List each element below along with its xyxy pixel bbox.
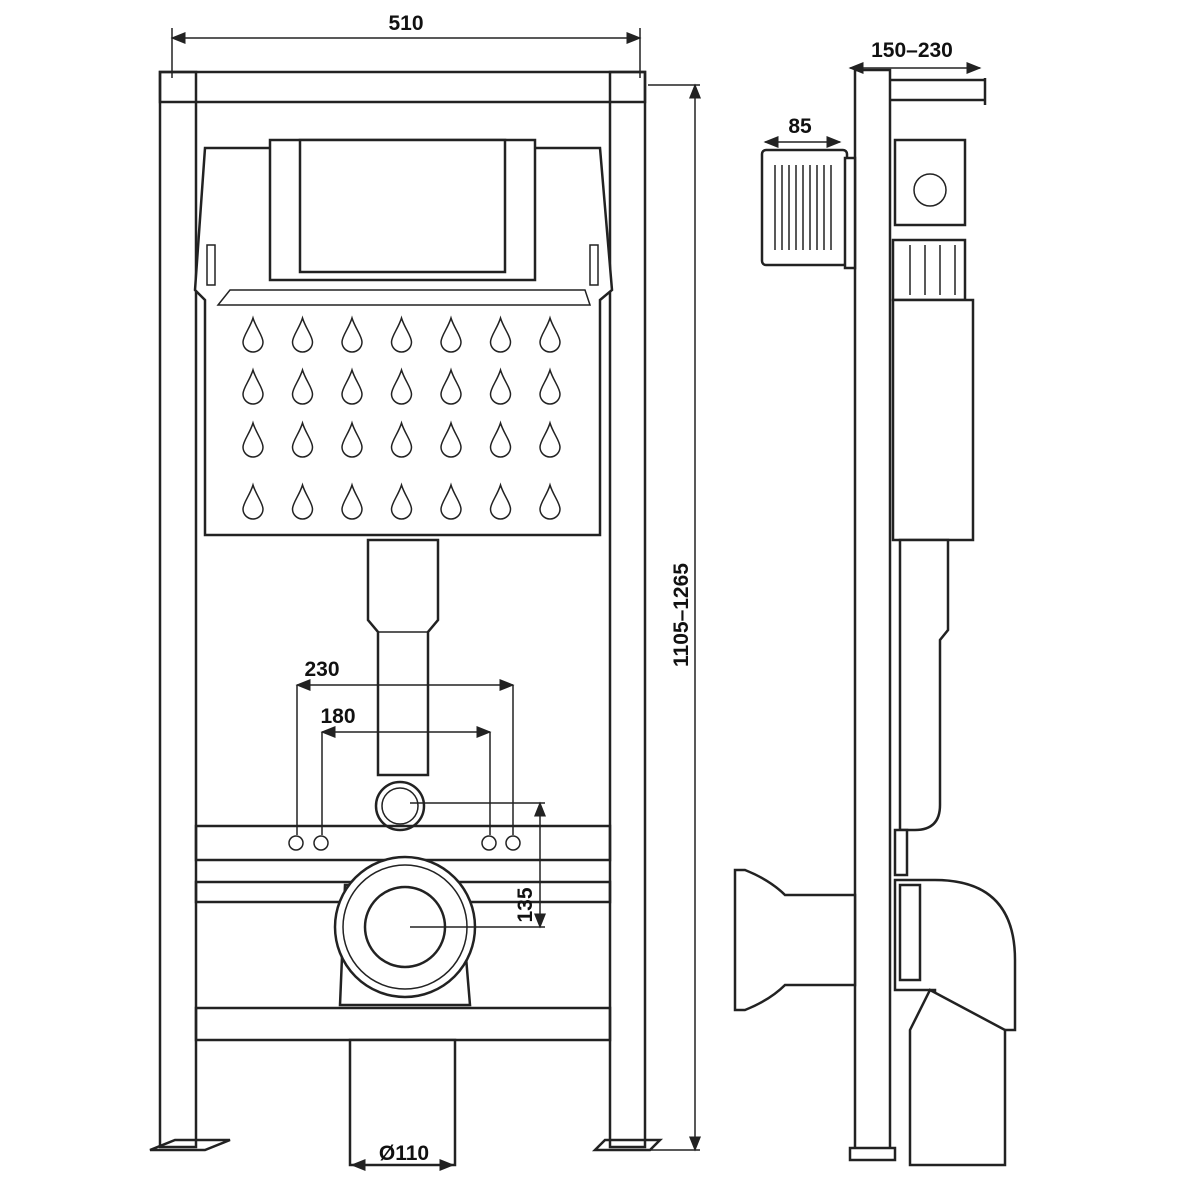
- dimension-lines: [170, 28, 982, 1171]
- dimension-labels: 510 1105–1265 150–230 85 230 180 135 Ø11…: [304, 12, 952, 1165]
- water-drop-icon: [390, 420, 413, 458]
- flush-pipe: [366, 538, 440, 832]
- water-drop-icon: [341, 420, 363, 458]
- drain-outlet: [333, 855, 477, 1167]
- water-drop-icon: [539, 420, 561, 458]
- water-drop-icon: [291, 315, 314, 353]
- upper-crossbar: [194, 824, 612, 862]
- right-post: [608, 70, 647, 1149]
- water-drop-icon: [242, 482, 264, 520]
- outlet-offset-label: 135: [514, 887, 537, 922]
- water-drop-icon: [440, 367, 462, 405]
- water-drop-icon: [539, 367, 561, 405]
- cistern-side: [891, 138, 975, 877]
- inner-bolt-spacing-label: 180: [320, 705, 355, 728]
- flush-plate: [298, 138, 507, 274]
- water-drop-icon: [291, 420, 314, 458]
- water-drop-icon: [242, 420, 264, 458]
- depth-range-label: 150–230: [871, 39, 953, 62]
- water-drop-icon: [242, 315, 264, 353]
- drain-diameter-label: Ø110: [379, 1142, 429, 1165]
- mounting-holes: [288, 835, 521, 851]
- front-view: [149, 70, 664, 1167]
- frame-height-label: 1105–1265: [670, 563, 693, 667]
- water-drop-pattern: [242, 315, 561, 520]
- water-drop-icon: [440, 482, 462, 520]
- lower-crossbar: [194, 1006, 612, 1042]
- water-drop-icon: [489, 315, 512, 353]
- water-drop-icon: [440, 420, 462, 458]
- flush-button-side: [760, 148, 857, 270]
- water-drop-icon: [489, 367, 512, 405]
- water-drop-icon: [242, 367, 264, 405]
- cistern: [193, 138, 614, 537]
- water-drop-icon: [539, 315, 561, 353]
- outer-bolt-spacing-label: 230: [304, 658, 339, 681]
- water-drop-icon: [390, 482, 413, 520]
- feet: [149, 1138, 664, 1152]
- water-drop-icon: [291, 482, 314, 520]
- water-drop-icon: [390, 315, 413, 353]
- left-post: [158, 70, 198, 1149]
- water-drop-icon: [341, 315, 363, 353]
- side-view: [733, 68, 1017, 1167]
- water-drop-icon: [390, 367, 413, 405]
- water-drop-icon: [341, 482, 363, 520]
- water-drop-icon: [489, 420, 512, 458]
- water-drop-icon: [341, 367, 363, 405]
- outlet-side: [733, 868, 1017, 1167]
- water-drop-icon: [291, 367, 314, 405]
- water-drop-icon: [489, 482, 512, 520]
- frame-width-label: 510: [388, 12, 423, 35]
- frame-side: [853, 68, 892, 1152]
- water-drop-icon: [440, 315, 462, 353]
- water-drop-icon: [539, 482, 561, 520]
- button-depth-label: 85: [788, 115, 812, 138]
- wall-bracket: [890, 78, 987, 105]
- top-rail: [158, 70, 647, 104]
